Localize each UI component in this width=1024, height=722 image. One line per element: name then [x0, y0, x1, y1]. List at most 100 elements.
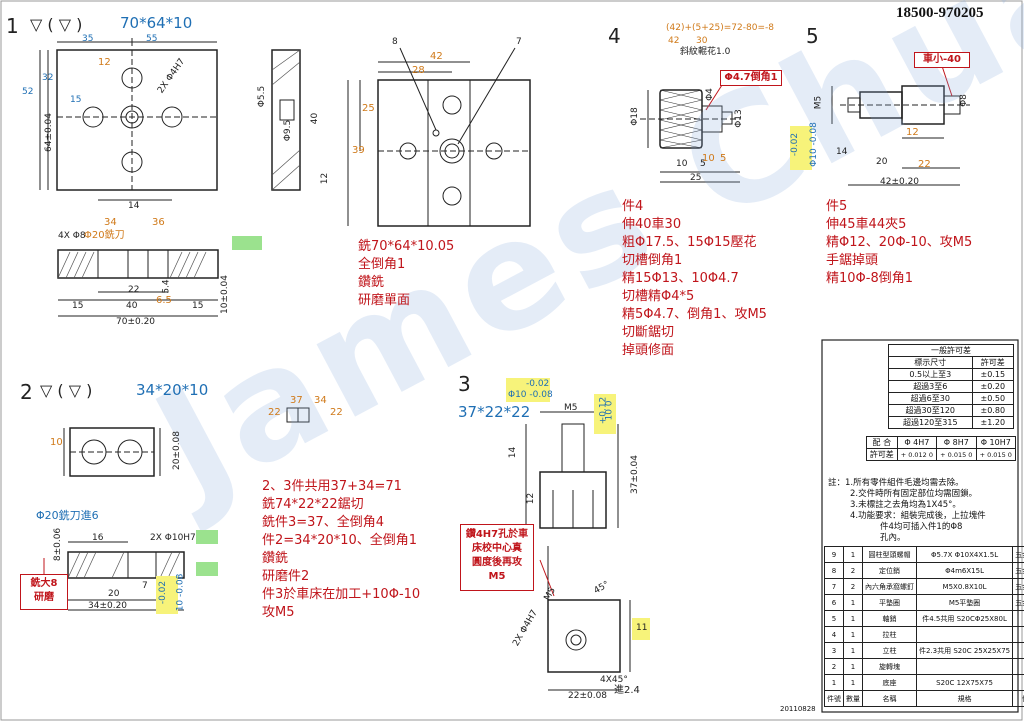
part2-mid-22b: 22	[330, 407, 343, 418]
tolerance-table: 一般許可差 標示尺寸許可差 0.5以上至3±0.15 超過3至6±0.20 超過…	[888, 344, 1015, 429]
part2-mid-37: 37	[290, 395, 303, 406]
part1-side-25: 25	[362, 103, 375, 114]
part1-dim-64: 64±0.04	[44, 112, 55, 153]
part4-dim-25: 25	[690, 173, 702, 183]
part1-side-42: 42	[430, 51, 443, 62]
part2-red-note: 銑大8 研磨	[20, 574, 68, 610]
part1-dim-15: 15	[70, 95, 82, 105]
bom-cell: 軸銷	[862, 610, 917, 627]
part4-dim-phi18: Φ18	[629, 107, 640, 126]
fit-header: Φ 8H7	[936, 436, 977, 449]
part3-dim-37: 37±0.04	[630, 454, 641, 495]
part4-note: 粗Φ17.5、15Φ15壓花	[622, 235, 757, 250]
bom-cell	[1012, 610, 1024, 627]
part4-calc-42: 42	[668, 36, 680, 46]
bom-cell: 1	[843, 674, 863, 691]
part5-number: 5	[806, 24, 819, 48]
part4-dim-phi13: Φ13	[733, 109, 744, 128]
part2-red-line: 銑大8	[30, 578, 58, 589]
part2-tol-b: 10 -0.08	[175, 573, 186, 612]
part4-note: 伸40車30	[622, 217, 682, 232]
part4-calc-30: 30	[696, 36, 708, 46]
bom-cell: 2	[824, 658, 844, 675]
part5-dim-14: 14	[836, 147, 848, 157]
bom-cell: 8	[824, 562, 844, 579]
bom-cell	[915, 658, 1014, 675]
part5-tol-highlight	[790, 126, 812, 170]
part2-tol-highlight	[156, 576, 178, 614]
bom-cell: 7	[824, 578, 844, 595]
bom-row: 82定位銷Φ4m6X15L五金材料	[824, 562, 1024, 579]
part1-note: 研磨單面	[358, 293, 411, 308]
part3-dim-12: 12	[526, 492, 537, 505]
part2-dim-20b: 20	[108, 589, 120, 599]
part1-green-highlight	[232, 236, 262, 250]
fit-table: 配 合 Φ 4H7 Φ 8H7 Φ 10H7 許可差 + 0.012 0 + 0…	[866, 436, 1017, 461]
bom-cell	[1012, 674, 1024, 691]
part2-dim-8: 8±0.06	[53, 527, 64, 562]
part2-dim-20: 20±0.08	[172, 430, 183, 471]
part3-red-line: 鑽4H7孔於車	[465, 529, 529, 540]
bom-cell	[1012, 642, 1024, 659]
part4-red-note: Φ4.7倒角1	[720, 70, 782, 86]
part1-sec-dim-40: 40	[126, 301, 138, 311]
bom-cell	[1012, 658, 1024, 675]
bom-cell: 1	[843, 610, 863, 627]
part5-note: 精Φ12、20Φ-10、攻M5	[826, 235, 973, 250]
part2-dim-10: 10	[50, 437, 63, 448]
part3-dim-14: 14	[508, 446, 519, 459]
part3-stock-size: 37*22*22	[458, 403, 531, 421]
bom-cell: 1	[843, 546, 863, 563]
bom-cell: 3	[824, 642, 844, 659]
part3-dim-22: 22±0.08	[568, 691, 608, 701]
bom-cell: 規格	[915, 690, 1014, 707]
tolerance-cell: 0.5以上至3	[888, 368, 973, 381]
part3-tol-top-a: -0.02	[526, 379, 550, 389]
fit-cell: + 0.015 0	[975, 448, 1017, 461]
bom-row: 61平墊圈M5平墊圈五金材料	[824, 594, 1024, 611]
bom-cell: 圓柱型頭螺帽	[862, 546, 917, 563]
bom-cell: 內六角承窩螺釘	[862, 578, 917, 595]
part3-tol-right-b: 10 0	[604, 400, 615, 421]
part4-note: 精5Φ4.7、倒角1、攻M5	[622, 307, 767, 322]
part1-sec-dim-15a: 15	[72, 301, 84, 311]
part1-side-phi5-5: Φ5.5	[257, 85, 268, 108]
part2-cutter-note: Φ20銑刀進6	[36, 509, 99, 522]
fit-header: Φ 4H7	[896, 436, 938, 449]
part5-dim-phi8: Φ8	[958, 94, 969, 107]
tolerance-title: 一般許可差	[888, 344, 1014, 357]
tolerance-cell: 超過30至120	[888, 404, 973, 417]
part4-note: 切槽倒角1	[622, 253, 683, 268]
bom-cell: 拉柱	[862, 626, 917, 643]
bom-cell: Φ5.7X Φ10X4X1.5L	[915, 546, 1014, 563]
date-stamp: 20110828	[780, 705, 816, 713]
bom-cell: 件號	[824, 690, 844, 707]
part1-dim-32: 32	[42, 73, 54, 83]
part2-stock-size: 34*20*10	[136, 381, 209, 399]
part4-knurl: 斜紋輥花1.0	[680, 47, 731, 57]
part1-number: 1	[6, 14, 19, 38]
part2-surface-symbol: ▽ ( ▽ )	[40, 381, 93, 400]
part1-side-12: 12	[320, 172, 331, 185]
part5-tol-b: Φ10 -0.08	[808, 122, 819, 167]
part1-notes: 銑70*64*10.05 全倒角1 鑽銑 研磨單面	[358, 238, 454, 310]
fit-cell: + 0.015 0	[936, 448, 977, 461]
part3-feed: 進2.4	[614, 685, 640, 696]
bom-cell: 4	[824, 626, 844, 643]
bom-cell: 9	[824, 546, 844, 563]
bom-cell: 名稱	[862, 690, 917, 707]
part3-dim-11: 11	[636, 623, 648, 633]
part1-note: 鑽銑	[358, 275, 385, 290]
part3-tol-right-highlight	[594, 394, 616, 434]
tolerance-cell: ±0.80	[971, 404, 1015, 417]
part2-notes: 2、3件共用37+34=71 銑74*22*22鋸切 銑件3=37、全倒角4 件…	[262, 478, 420, 622]
bom-cell: 底座	[862, 674, 917, 691]
part2-tol-a: -0.02	[158, 580, 169, 605]
bom-cell: 立柱	[862, 642, 917, 659]
part5-note: 精10Φ-8倒角1	[826, 271, 914, 286]
